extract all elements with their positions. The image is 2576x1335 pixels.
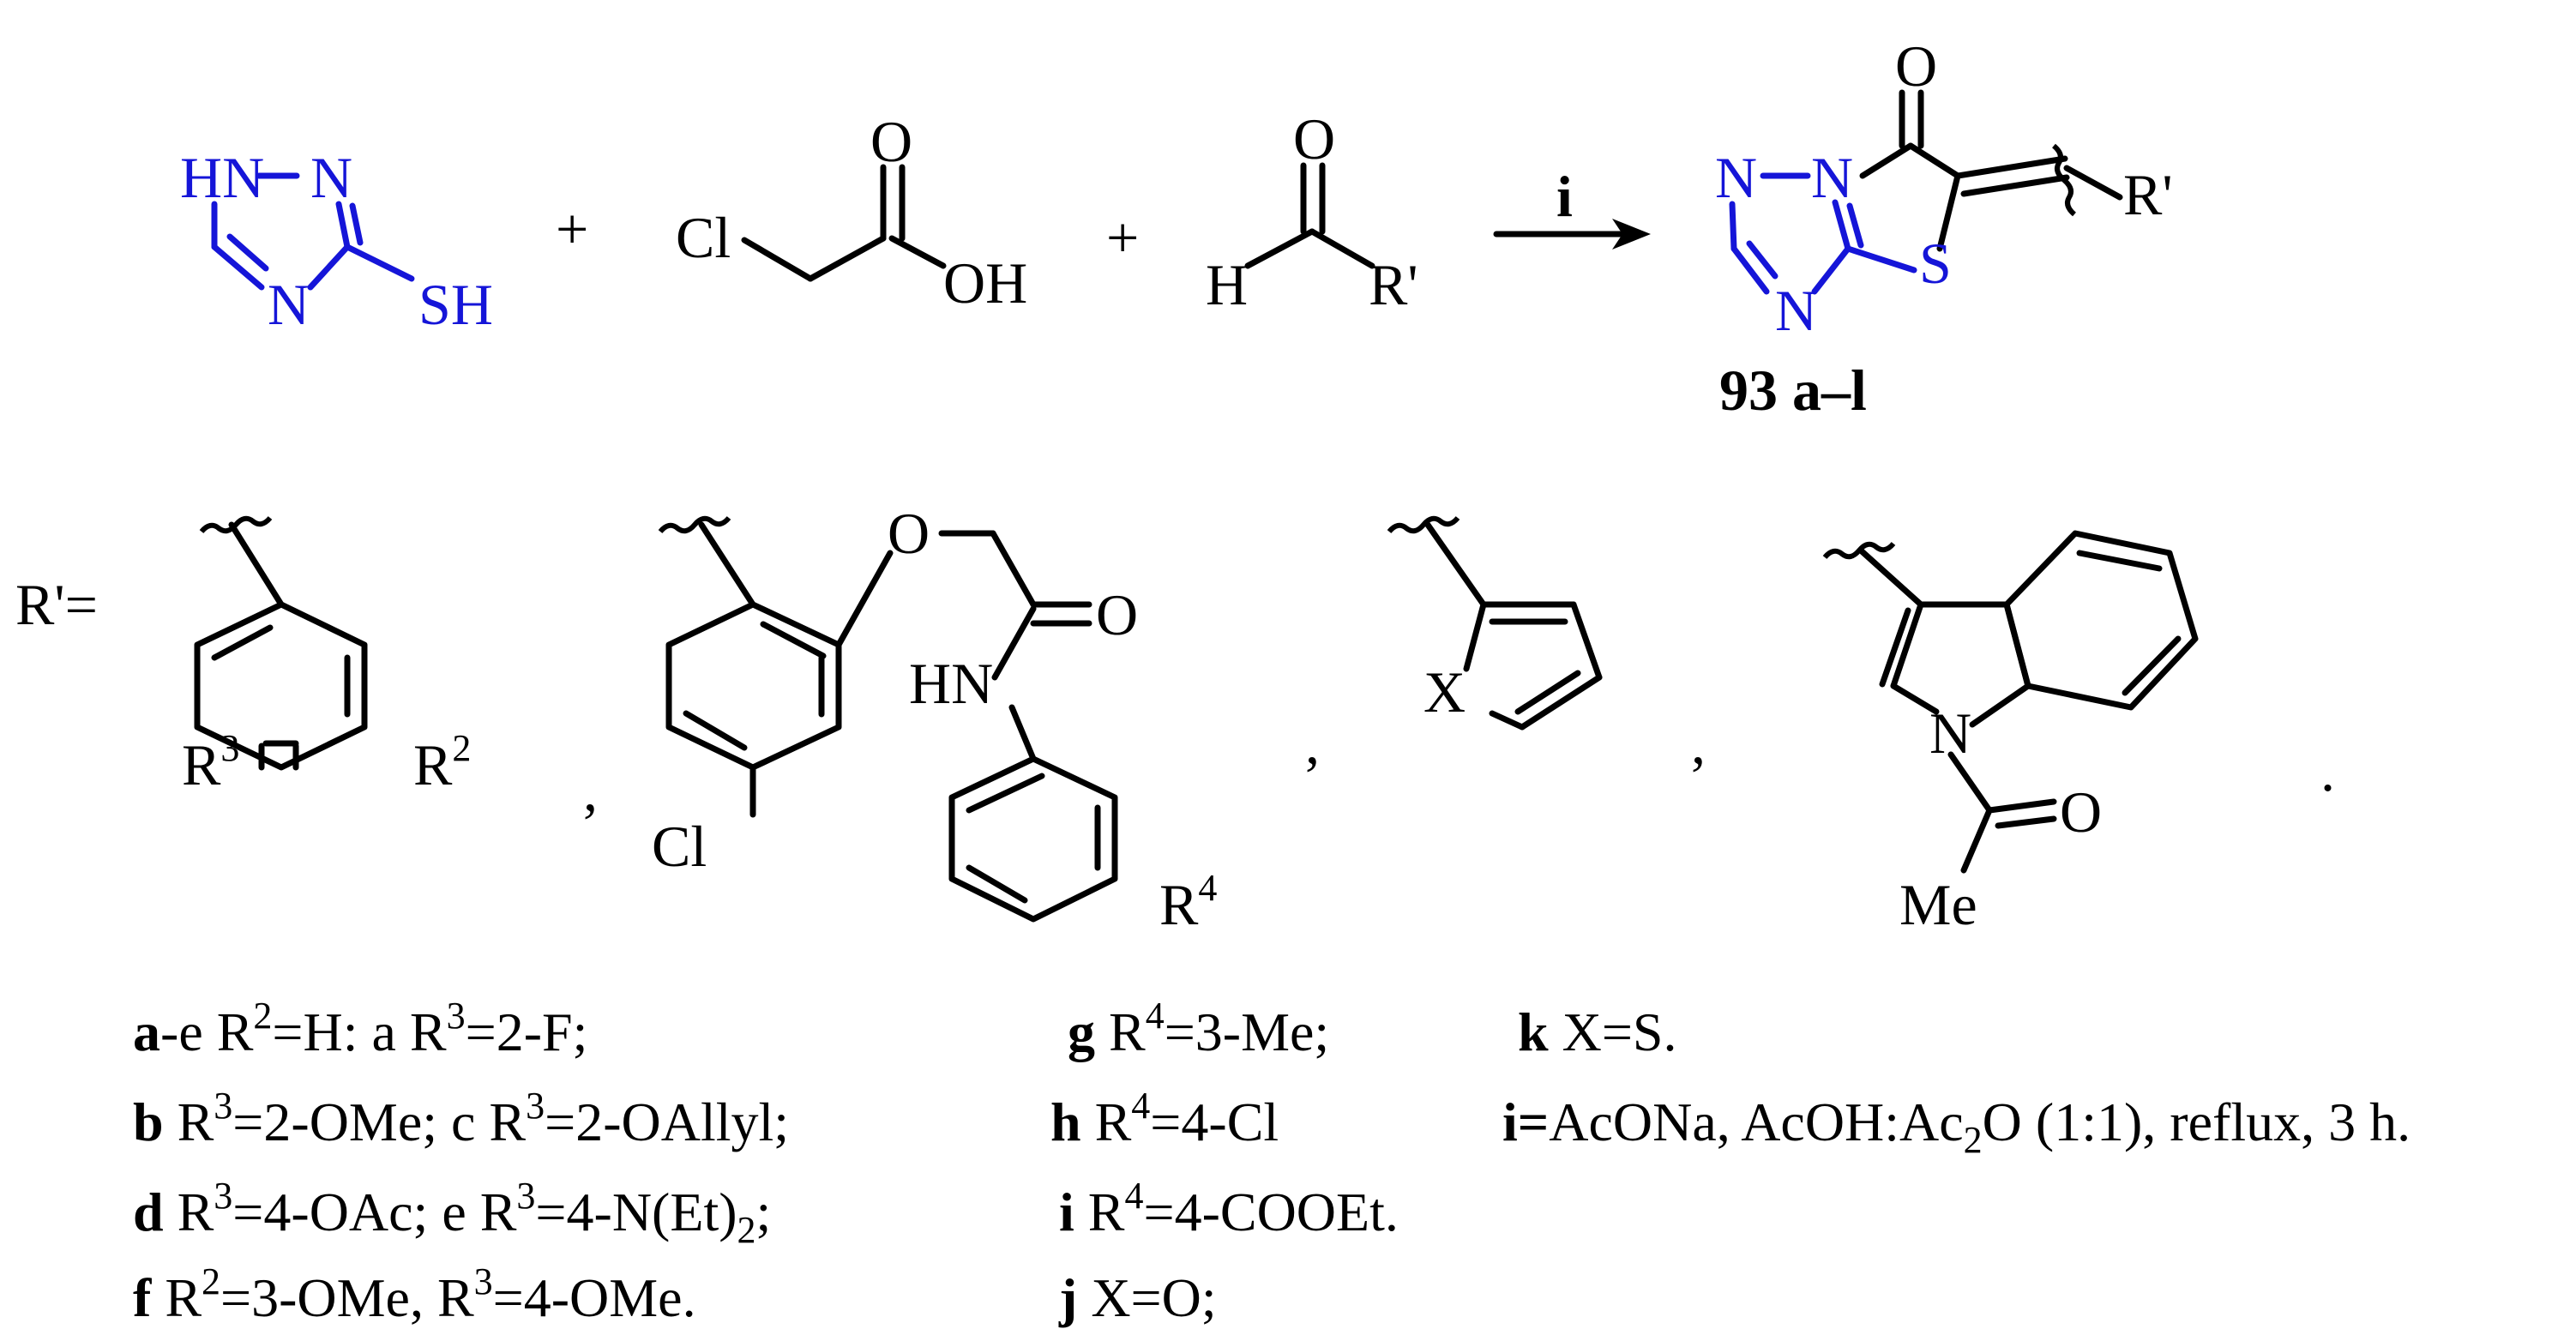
footnotes-column-3: k X=S. i=AcONa, AcOH:Ac2O (1:1), reflux,… [1502, 1001, 2410, 1161]
r-prime-label: R' [2123, 162, 2173, 227]
n-atom-label: N [268, 272, 310, 337]
footnote-a-e: a-e R2=H: a R3=2-F; [133, 995, 587, 1062]
plus-sign: + [556, 196, 588, 262]
n-atom-label: N [1929, 701, 1971, 766]
reaction-condition-label: i [1556, 164, 1573, 229]
hn-atom-label: HN [909, 651, 993, 716]
n-atom-label: N [310, 145, 352, 210]
o-atom-label: O [870, 109, 912, 174]
footnotes-column-1: a-e R2=H: a R3=2-F; b R3=2-OMe; c R3=2-O… [133, 995, 789, 1328]
plus-sign: + [1106, 205, 1139, 270]
nh-atom-label: HN [180, 145, 264, 210]
triazole-thiol-reactant: HN N N SH [180, 145, 493, 337]
h-atom-label: H [1206, 252, 1248, 317]
r-prime-definition-label: R'= [15, 572, 98, 637]
footnote-h: h R4=4-Cl [1050, 1085, 1279, 1152]
r4-label: R4 [1159, 867, 1217, 937]
n-atom-label: N [1715, 145, 1757, 210]
n-atom-label: N [1811, 145, 1853, 210]
compound-id: 93 a–l [1719, 358, 1867, 423]
sh-atom-label: SH [418, 272, 493, 337]
cl-atom-label: Cl [676, 205, 731, 270]
me-label: Me [1899, 872, 1977, 937]
footnote-k: k X=S. [1518, 1001, 1677, 1062]
chloroacetic-acid-reactant: Cl O OH [676, 109, 1027, 316]
footnotes-column-2: g R4=3-Me; h R4=4-Cl i R4=4-COOEt. j X=O… [1050, 995, 1399, 1328]
o-atom-label: O [888, 501, 930, 566]
footnote-i: i R4=4-COOEt. [1059, 1175, 1399, 1242]
reaction-conditions-note: i=AcONa, AcOH:Ac2O (1:1), reflux, 3 h. [1502, 1091, 2410, 1161]
r-prime-label: R' [1369, 252, 1418, 317]
comma-separator: , [1691, 711, 1706, 776]
footnote-d-e: d R3=4-OAc; e R3=4-N(Et)2; [133, 1175, 771, 1251]
r2-label: R2 [413, 727, 471, 797]
r3-label: R3 [182, 727, 239, 797]
footnote-j: j X=O; [1058, 1267, 1217, 1328]
comma-separator: , [1305, 711, 1320, 776]
comma-separator: , [583, 758, 598, 823]
footnote-b-c: b R3=2-OMe; c R3=2-OAllyl; [133, 1085, 789, 1152]
o-atom-label: O [2060, 779, 2102, 845]
product-93: O N N N S R' 93 a–l [1715, 33, 2173, 423]
oh-atom-label: OH [943, 250, 1027, 316]
reaction-arrow: i [1493, 164, 1651, 250]
o-atom-label: O [1895, 33, 1937, 99]
footnote-g: g R4=3-Me; [1068, 995, 1329, 1062]
heteroaryl-ring: X [1387, 515, 1603, 731]
substituted-phenyl: R3 R2 [182, 515, 471, 797]
cl-atom-label: Cl [652, 814, 707, 879]
n-atom-label: N [1775, 278, 1817, 343]
s-atom-label: S [1919, 231, 1952, 296]
aryloxy-acetanilide: O O HN Cl R4 [652, 501, 1217, 937]
footnote-f: f R2=3-OMe, R3=4-OMe. [133, 1260, 696, 1328]
o-atom-label: O [1293, 106, 1335, 171]
x-atom-label: X [1423, 659, 1466, 725]
n-acetylindole: N O Me [1822, 530, 2199, 937]
aldehyde-reactant: O H R' [1206, 106, 1418, 317]
period: . [2320, 738, 2335, 803]
o-atom-label: O [1096, 582, 1138, 647]
